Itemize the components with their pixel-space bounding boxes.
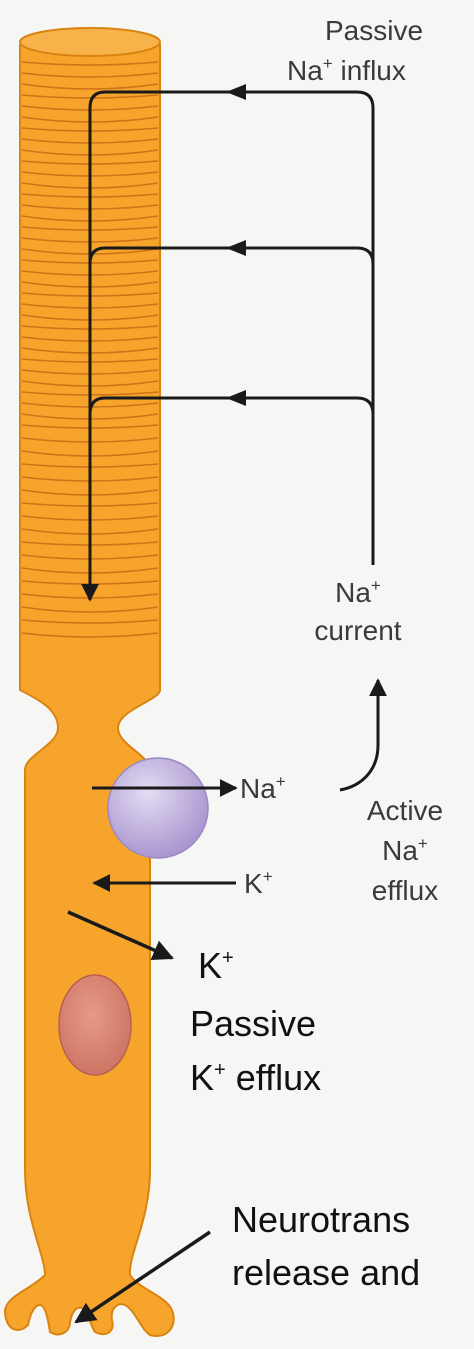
nucleus (59, 975, 131, 1075)
na-current-label: Na+ (335, 576, 381, 608)
active-efflux-label-3: efflux (372, 875, 438, 906)
outer-segment-top (20, 28, 160, 56)
active-efflux-label: Active (367, 795, 443, 826)
neurotransmitter-label-2: release and (232, 1252, 420, 1293)
influx-arrowhead-middle (226, 240, 246, 256)
influx-arrowhead-bottom (226, 390, 246, 406)
na-ion-label: Na+ (240, 772, 286, 804)
k-ion-label: K+ (244, 867, 273, 899)
influx-arrowhead-top (226, 84, 246, 100)
active-efflux-label-2: Na+ (382, 834, 428, 866)
active-efflux-arrow (340, 680, 378, 790)
neurotransmitter-label: Neurotrans (232, 1199, 410, 1240)
passive-na-influx-label-2: Na+ influx (287, 54, 406, 86)
k-ion-outer-label: K+ (198, 945, 234, 986)
passive-k-efflux-label-2: K+ efflux (190, 1057, 321, 1098)
passive-na-influx-label: Passive (325, 15, 423, 46)
passive-k-efflux-label: Passive (190, 1003, 316, 1044)
na-k-pump (108, 758, 208, 858)
na-current-label-2: current (314, 615, 401, 646)
